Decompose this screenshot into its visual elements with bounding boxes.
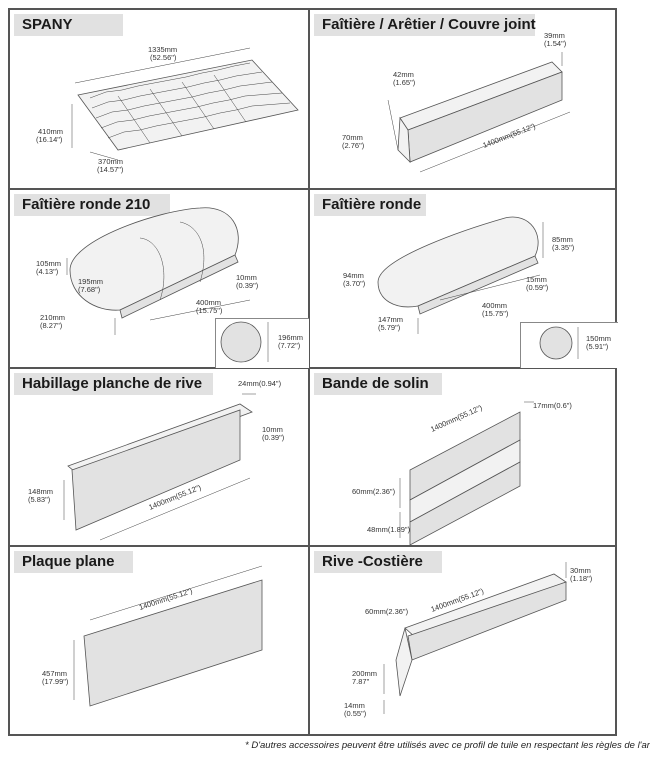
dim-label: (16.14") bbox=[36, 135, 63, 144]
dim-label: (7.72") bbox=[278, 341, 301, 350]
dim-label: 30mm bbox=[570, 566, 591, 575]
dim-label: 150mm bbox=[586, 334, 611, 343]
dim-label: (2.76") bbox=[342, 141, 365, 150]
dim-label: (5.83") bbox=[28, 495, 51, 504]
dim-label: (0.39") bbox=[236, 281, 259, 290]
dim-label: 15mm bbox=[526, 275, 547, 284]
panel-title: Rive -Costière bbox=[314, 551, 442, 573]
dim-label: 410mm bbox=[38, 127, 63, 136]
row-divider-3 bbox=[8, 545, 617, 547]
footnote: * D'autres accessoires peuvent être util… bbox=[245, 740, 650, 751]
dim-label: (15.75") bbox=[196, 306, 223, 315]
dim-label: 457mm bbox=[42, 669, 67, 678]
dim-label: (5.79") bbox=[378, 323, 401, 332]
dim-label: (17.99") bbox=[42, 677, 69, 686]
dim-label: (0.55") bbox=[344, 709, 367, 718]
dim-label: (8.27") bbox=[40, 321, 63, 330]
dim-label: 1335mm bbox=[148, 45, 177, 54]
dim-label: (1.18") bbox=[570, 574, 593, 583]
dim-label: 60mm(2.36") bbox=[365, 607, 409, 616]
dim-label: (52.56") bbox=[150, 53, 177, 62]
dim-label: 70mm bbox=[342, 133, 363, 142]
dim-label: 10mm bbox=[262, 425, 283, 434]
dim-label: (3.35") bbox=[552, 243, 575, 252]
dim-label: 94mm bbox=[343, 271, 364, 280]
column-divider bbox=[308, 8, 310, 736]
dim-label: 400mm bbox=[482, 301, 507, 310]
dim-label: 39mm bbox=[544, 31, 565, 40]
panel-title: Habillage planche de rive bbox=[14, 373, 213, 395]
panel-title: SPANY bbox=[14, 14, 123, 36]
panel-title: Bande de solin bbox=[314, 373, 442, 395]
dim-label: 17mm(0.6") bbox=[533, 401, 572, 410]
dim-label: (1.54") bbox=[544, 39, 567, 48]
diagram-frame bbox=[8, 8, 617, 736]
dim-label: 60mm(2.36") bbox=[352, 487, 396, 496]
dim-label: 147mm bbox=[378, 315, 403, 324]
row-divider-1 bbox=[8, 188, 617, 190]
dim-label: (5.91") bbox=[586, 342, 609, 351]
dim-label: 105mm bbox=[36, 259, 61, 268]
dim-label: (3.70") bbox=[343, 279, 366, 288]
panel-title: Plaque plane bbox=[14, 551, 133, 573]
dim-label: 370mm bbox=[98, 157, 123, 166]
dim-label: (0.39") bbox=[262, 433, 285, 442]
dim-label: 210mm bbox=[40, 313, 65, 322]
dim-label: 14mm bbox=[344, 701, 365, 710]
dim-label: (7.68") bbox=[78, 285, 101, 294]
dim-label: 196mm bbox=[278, 333, 303, 342]
dim-label: 195mm bbox=[78, 277, 103, 286]
dim-label: 42mm bbox=[393, 70, 414, 79]
dim-label: 7.87" bbox=[352, 677, 370, 686]
dim-label: (14.57") bbox=[97, 165, 124, 174]
dim-label: 10mm bbox=[236, 273, 257, 282]
dim-label: 400mm bbox=[196, 298, 221, 307]
panel-title: Faîtière ronde bbox=[314, 194, 426, 216]
dim-label: (0.59") bbox=[526, 283, 549, 292]
dim-label: (1.65") bbox=[393, 78, 416, 87]
dim-label: 200mm bbox=[352, 669, 377, 678]
dim-label: 48mm(1.89") bbox=[367, 525, 411, 534]
dim-label: 148mm bbox=[28, 487, 53, 496]
panel-title: Faîtière / Arêtier / Couvre joint bbox=[314, 14, 536, 36]
dim-label: (4.13") bbox=[36, 267, 59, 276]
dim-label: 85mm bbox=[552, 235, 573, 244]
dim-label: 24mm(0.94") bbox=[238, 379, 282, 388]
row-divider-2 bbox=[8, 367, 617, 369]
dim-label: (15.75") bbox=[482, 309, 509, 318]
panel-title: Faîtière ronde 210 bbox=[14, 194, 170, 216]
